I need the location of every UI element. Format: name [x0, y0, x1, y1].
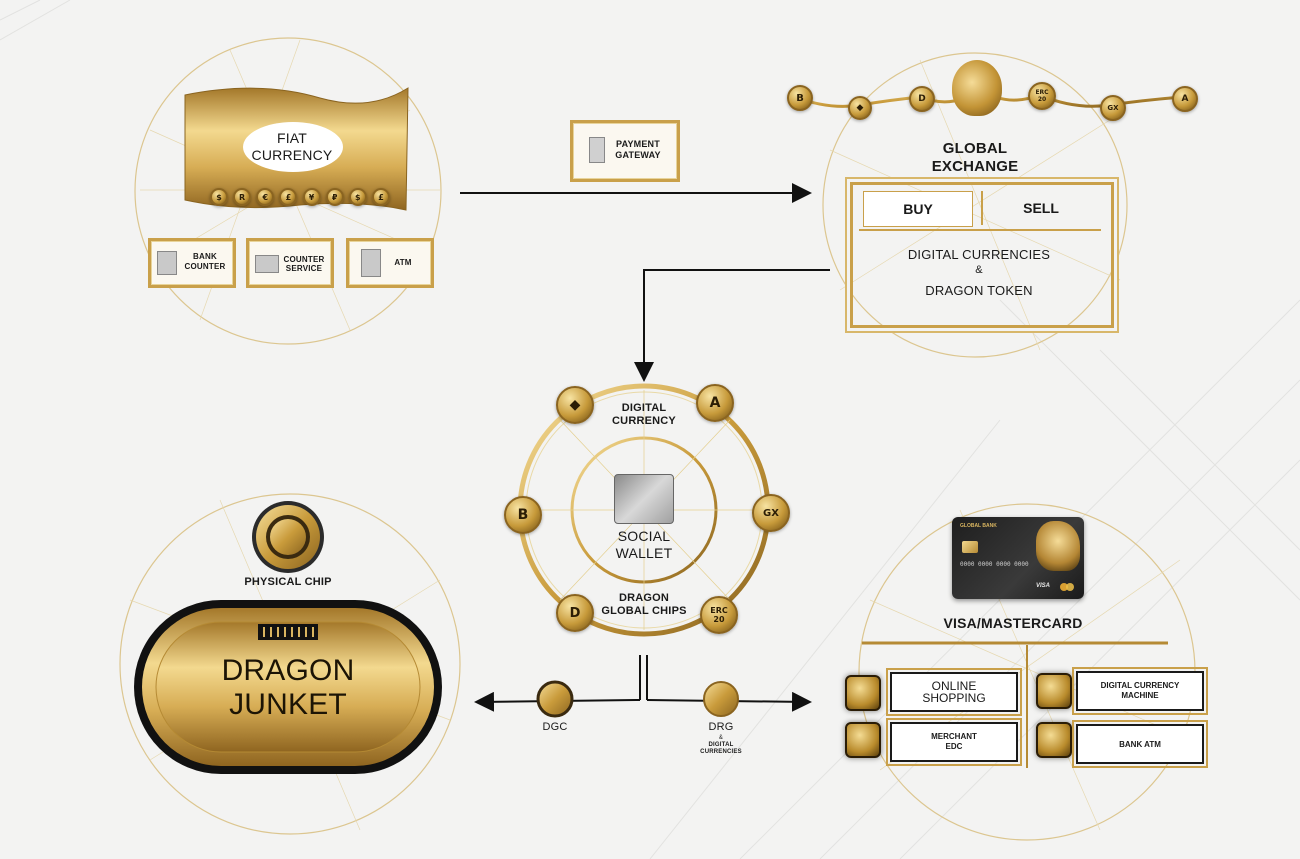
dragon-logo-icon: [952, 60, 1002, 116]
arrow-exchange-to-wallet: [634, 269, 830, 382]
atm-label: ATM: [394, 258, 412, 267]
online-shopping-box: ONLINE SHOPPING: [886, 668, 1022, 716]
digital-currencies-label: DIGITAL CURRENCIES: [907, 247, 1051, 262]
pound-coin-icon: £: [279, 188, 298, 206]
counter-service-label: COUNTER SERVICE: [283, 255, 325, 273]
buy-cell: BUY: [863, 191, 973, 227]
social-wallet-label: SOCIAL WALLET: [615, 528, 673, 561]
ruble-coin-icon: ₽: [325, 188, 344, 206]
mastercard-icon: [1060, 583, 1074, 591]
ampersand-label: &: [975, 264, 983, 276]
rand-coin-icon: R: [233, 188, 252, 206]
currency-symbols: $ R € £ ¥ ₽ $ £: [210, 188, 390, 206]
fiat-currency-label: FIAT CURRENCY: [251, 130, 333, 163]
card-chip-icon: [962, 541, 978, 553]
bitcoin-coin-icon: B: [504, 496, 542, 534]
drg-coin-icon: [703, 681, 739, 717]
exchange-divider: [859, 229, 1101, 231]
dragon-token-label: DRAGON TOKEN: [925, 283, 1033, 298]
merchant-edc-icon: [845, 722, 881, 758]
bank-card: GLOBAL BANK 0000 0000 0000 0000 VISA: [952, 517, 1084, 599]
counter-service-box: COUNTER SERVICE: [246, 238, 334, 288]
atm-box: ATM: [346, 238, 434, 288]
bank-counter-box: BANK COUNTER: [148, 238, 236, 288]
digital-currency-machine-box: DIGITAL CURRENCY MACHINE: [1072, 667, 1208, 715]
aion-coin-icon: A: [696, 384, 734, 422]
dash-coin-icon: D: [556, 594, 594, 632]
drg-ampersand-label: &: [718, 735, 724, 741]
dollar-coin-icon: $: [348, 188, 367, 206]
bitcoin-coin-icon: B: [787, 85, 813, 111]
split-connector: [639, 655, 648, 700]
bank-atm-box: BANK ATM: [1072, 720, 1208, 768]
exchange-panel: BUY SELL DIGITAL CURRENCIES & DRAGON TOK…: [850, 182, 1114, 328]
payment-gateway-label: PAYMENT GATEWAY: [615, 139, 661, 160]
junket-table: [134, 600, 442, 774]
physical-chip: [252, 501, 324, 573]
digital-currency-label: DIGITAL CURRENCY: [612, 402, 676, 427]
merchant-edc-box: MERCHANT EDC: [886, 718, 1022, 766]
bank-atm-icon: [1036, 722, 1072, 758]
dragon-global-chips-label: DRAGON GLOBAL CHIPS: [601, 592, 687, 617]
erc20-coin-icon: ERC 20: [700, 596, 738, 634]
digital-currency-machine-icon: [1036, 673, 1072, 709]
ethereum-coin-icon: ◆: [556, 386, 594, 424]
fiat-label-oval: [243, 122, 343, 172]
aion-coin-icon: A: [1172, 86, 1198, 112]
gateway-icon: [589, 137, 605, 163]
sell-cell: SELL: [981, 191, 1099, 225]
dash-coin-icon: D: [909, 86, 935, 112]
visa-mastercard-title: VISA/MASTERCARD: [943, 615, 1083, 631]
dragon-junket-title: DRAGON JUNKET: [221, 654, 355, 721]
card-separators: [862, 641, 1168, 768]
yen-coin-icon: ¥: [302, 188, 321, 206]
atm-icon: [361, 249, 381, 277]
pound-coin-icon: £: [371, 188, 390, 206]
card-dragon-icon: [1036, 521, 1080, 571]
euro-coin-icon: €: [256, 188, 275, 206]
counter-service-icon: [255, 255, 279, 273]
erc20-coin-icon: ERC 20: [1028, 82, 1056, 110]
payment-gateway-box: PAYMENT GATEWAY: [570, 120, 680, 182]
card-number: 0000 0000 0000 0000: [960, 561, 1029, 568]
bank-icon: [157, 251, 177, 275]
dgc-label: DGC: [542, 721, 568, 733]
gx-coin-icon: GX: [752, 494, 790, 532]
physical-chip-label: PHYSICAL CHIP: [244, 576, 332, 588]
card-visa-brand: VISA: [1036, 583, 1051, 589]
global-exchange-title: GLOBAL EXCHANGE: [931, 140, 1019, 175]
dgc-coin-icon: [536, 680, 574, 718]
drg-digital-currencies-label: DIGITAL CURRENCIES: [700, 742, 742, 755]
bank-counter-label: BANK COUNTER: [184, 252, 226, 271]
card-bank-name: GLOBAL BANK: [960, 523, 997, 529]
gx-coin-icon: GX: [1100, 95, 1126, 121]
ethereum-coin-icon: ◆: [848, 96, 872, 120]
network-circle-exchange: [822, 52, 1128, 358]
drg-label: DRG: [708, 721, 734, 733]
online-shopping-icon: [845, 675, 881, 711]
dollar-coin-icon: $: [210, 188, 228, 206]
wallet-icon: [614, 474, 674, 524]
